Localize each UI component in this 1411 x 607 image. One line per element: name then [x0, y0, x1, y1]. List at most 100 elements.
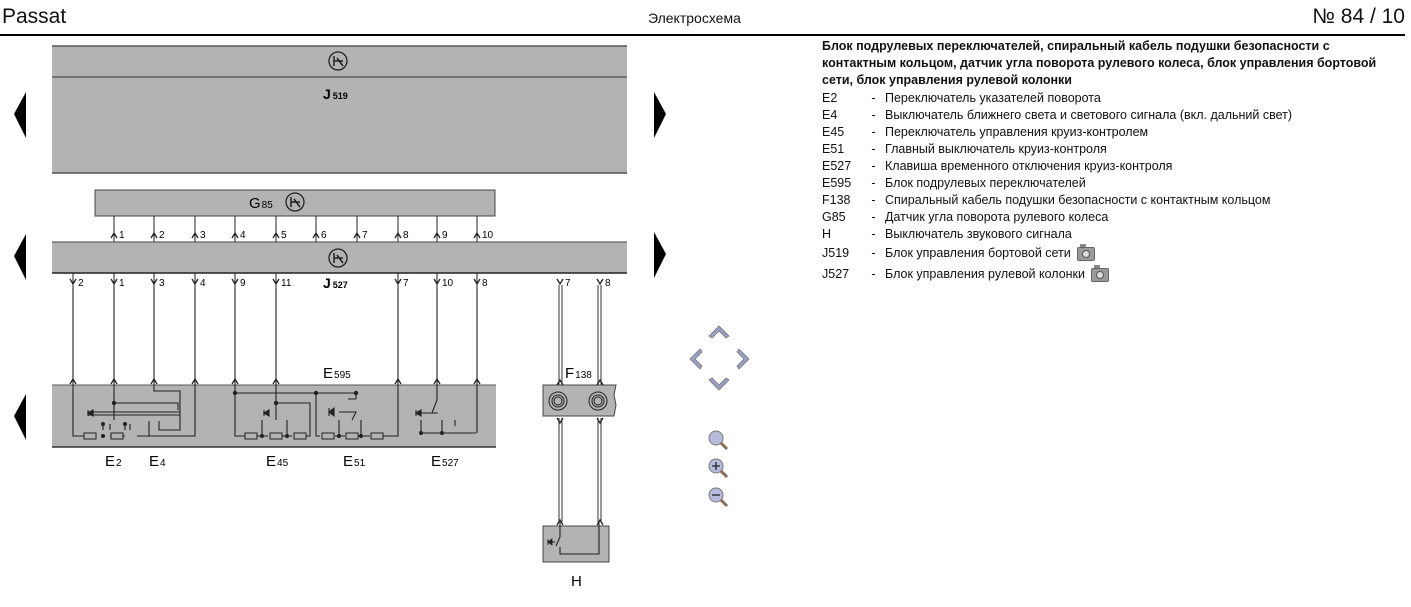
- legend-description: Блок управления рулевой колонки: [885, 267, 1086, 281]
- legend-item: F138 -Спиральный кабель подушки безопасно…: [822, 192, 1392, 209]
- j527-pin: 3: [150, 273, 165, 385]
- j527-pin: 8: [596, 278, 611, 289]
- j527-pin: 7: [556, 278, 571, 289]
- pin-number: 10: [482, 230, 494, 241]
- legend-item: E45 -Переключатель управления круиз-контр…: [822, 124, 1392, 141]
- pin-number: 9: [442, 230, 448, 241]
- pin-number: 11: [281, 278, 292, 289]
- scroll-left-arrow-2[interactable]: [12, 234, 28, 282]
- pin-number: 7: [362, 230, 368, 241]
- pan-up-button[interactable]: [706, 320, 732, 346]
- legend-code: J519: [822, 246, 850, 260]
- section-title: Электросхема: [648, 10, 741, 26]
- legend-dash: -: [871, 246, 876, 260]
- legend-dash: -: [871, 176, 876, 190]
- pin-number: 2: [159, 230, 165, 241]
- pan-left-button[interactable]: [684, 346, 710, 372]
- legend-dash: -: [871, 125, 876, 139]
- legend-description: Блок подрулевых переключателей: [885, 176, 1086, 190]
- pin-number: 3: [159, 278, 165, 289]
- legend-code: F138: [822, 193, 851, 207]
- camera-icon[interactable]: [1091, 264, 1110, 282]
- legend-code: G85: [822, 210, 846, 224]
- legend-item: E2-Переключатель указателей поворота: [822, 90, 1392, 107]
- legend-dash: -: [871, 159, 876, 173]
- legend-description: Блок управления бортовой сети: [885, 246, 1071, 260]
- legend-code: E45: [822, 125, 845, 139]
- g85-pin: 7: [353, 216, 368, 242]
- legend-description: Выключатель ближнего света и светового с…: [885, 108, 1293, 122]
- f138-clockspring: F138: [542, 285, 617, 522]
- g85-label: G85: [249, 195, 273, 212]
- scroll-left-arrow-1[interactable]: [12, 92, 28, 140]
- legend-title: Блок подрулевых переключателей, спиральн…: [822, 39, 1377, 87]
- g85-pin: 6: [312, 216, 327, 242]
- legend-dash: -: [871, 108, 876, 122]
- pin-number: 3: [200, 230, 206, 241]
- pan-down-button[interactable]: [706, 376, 732, 402]
- legend-description: Переключатель указателей поворота: [885, 91, 1101, 105]
- g85-connections: 1 2 3 4 5 6 7 8 9 10: [110, 216, 494, 242]
- component-label: E45: [266, 453, 289, 470]
- pin-number: 8: [482, 278, 488, 289]
- pan-right-button[interactable]: [735, 346, 761, 372]
- legend-code: E595: [822, 176, 852, 190]
- component-legend: Блок подрулевых переключателей, спиральн…: [822, 38, 1392, 285]
- scroll-right-arrow-1[interactable]: [652, 92, 668, 140]
- legend-item: E527-Клавиша временного отключения круиз…: [822, 158, 1392, 175]
- legend-dash: -: [871, 210, 876, 224]
- j527-pin: 7: [394, 273, 409, 385]
- component-label: E4: [149, 453, 166, 470]
- pin-number: 9: [240, 278, 246, 289]
- camera-icon[interactable]: [1076, 243, 1095, 261]
- legend-item: J519 -Блок управления бортовой сети: [822, 243, 1392, 264]
- legend-description: Клавиша временного отключения круиз-конт…: [885, 159, 1173, 173]
- scroll-left-arrow-3[interactable]: [12, 394, 28, 442]
- pin-number: 4: [200, 278, 206, 289]
- e595-label: E595: [323, 365, 351, 382]
- legend-item: E51-Главный выключатель круиз-контроля: [822, 141, 1392, 158]
- j527-pin: 2: [69, 273, 84, 385]
- pin-number: 1: [119, 230, 125, 241]
- g85-pin: 3: [191, 216, 206, 242]
- pin-number: 10: [442, 278, 454, 289]
- zoom-in-button[interactable]: [706, 456, 732, 482]
- legend-item: E4-Выключатель ближнего света и световог…: [822, 107, 1392, 124]
- scroll-right-arrow-2[interactable]: [652, 232, 668, 280]
- zoom-out-button[interactable]: [706, 485, 732, 511]
- legend-item: G85-Датчик угла поворота рулевого колеса: [822, 209, 1392, 226]
- pin-number: 7: [565, 278, 571, 289]
- g85-pin: 9: [433, 216, 448, 242]
- j527-pin: 9: [231, 273, 246, 385]
- component-label: E2: [105, 453, 122, 470]
- pin-number: 8: [403, 230, 409, 241]
- pin-number: 2: [78, 278, 84, 289]
- legend-dash: -: [871, 91, 876, 105]
- g85-pin: 4: [231, 216, 246, 242]
- legend-description: Спиральный кабель подушки безопасности с…: [885, 193, 1271, 207]
- legend-dash: -: [871, 193, 876, 207]
- header-divider: [0, 34, 1405, 36]
- j527-pin: 1: [110, 273, 125, 385]
- legend-item: E595 -Блок подрулевых переключателей: [822, 175, 1392, 192]
- g85-sensor: G85: [94, 189, 496, 217]
- pin-number: 5: [281, 230, 287, 241]
- legend-code: H: [822, 227, 832, 241]
- zoom-fit-button[interactable]: [706, 428, 732, 454]
- legend-code: J527: [822, 267, 850, 281]
- legend-description: Главный выключатель круиз-контроля: [885, 142, 1107, 156]
- f138-label: F138: [565, 365, 592, 382]
- legend-dash: -: [871, 142, 876, 156]
- component-label: E51: [343, 453, 366, 470]
- g85-pin: 2: [150, 216, 165, 242]
- pin-number: 1: [119, 278, 125, 289]
- model-title: Passat: [2, 5, 67, 28]
- legend-description: Выключатель звукового сигнала: [885, 227, 1072, 241]
- legend-description: Переключатель управления круиз-контролем: [885, 125, 1149, 139]
- j527-pin: 8: [473, 273, 488, 385]
- g85-pin: 5: [272, 216, 287, 242]
